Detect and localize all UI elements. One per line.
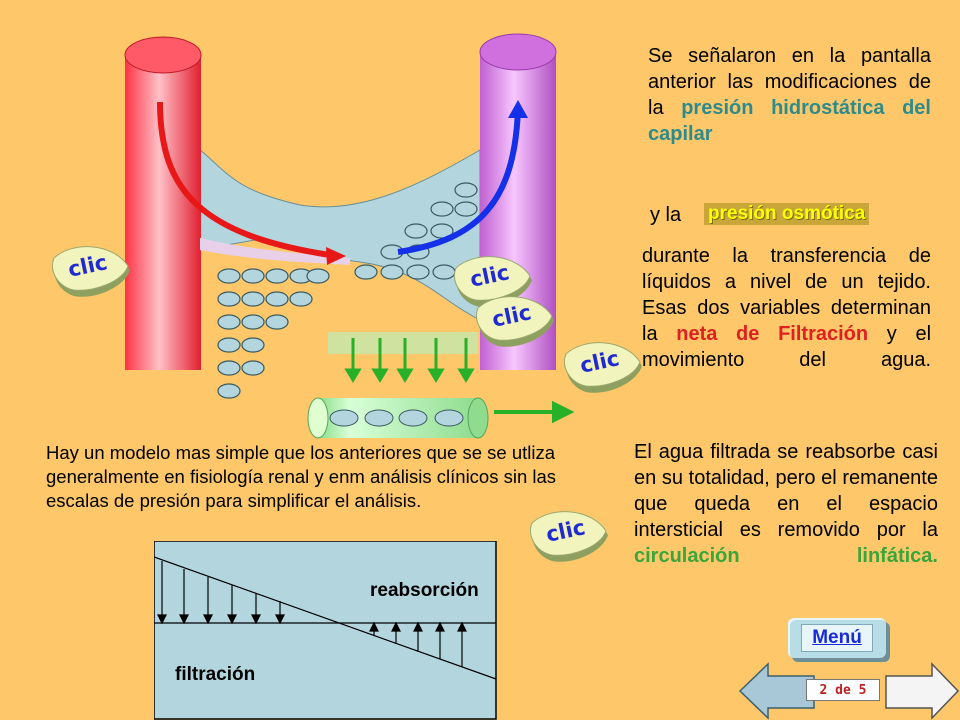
arterial-flow-arrow — [157, 101, 331, 258]
y-la-text: y la — [650, 204, 682, 226]
filtration-arrows — [344, 338, 475, 383]
simple-model-paragraph: Hay un modelo mas simple que los anterio… — [46, 442, 557, 511]
cell-cluster — [217, 182, 478, 399]
paragraph-intro: Se señalaron en la pantalla anterior las… — [648, 45, 931, 145]
lymphatic-circulation-term: circulación linfática. — [634, 545, 938, 567]
mouse-icon — [52, 246, 130, 297]
clic-button-arterial[interactable]: clic — [46, 240, 138, 302]
nav-arrows — [738, 662, 960, 720]
osmotic-pressure-label: presión osmótica — [704, 203, 870, 225]
next-arrow-icon[interactable] — [885, 662, 960, 720]
filtration-label: filtración — [175, 664, 256, 685]
filtration-reabsorption-diagram — [154, 541, 497, 720]
capillary-diagram — [124, 33, 575, 439]
reabsorption-label: reabsorción — [370, 580, 479, 601]
hydrostatic-pressure-term: presión hidrostática del capilar — [648, 97, 931, 145]
clic-button-filtration[interactable]: clic — [558, 336, 650, 398]
venous-flow-arrow — [397, 107, 521, 255]
page-indicator: 2 de 5 — [806, 679, 880, 701]
artery-vessel — [124, 36, 202, 370]
prev-arrow-icon[interactable] — [738, 662, 815, 720]
clic-button-osmotic[interactable]: clic — [470, 290, 562, 352]
mouse-icon — [530, 511, 608, 562]
clic-button-venous[interactable]: clic — [448, 250, 540, 312]
clic-button-simple-model[interactable]: clic — [524, 505, 616, 567]
menu-button[interactable]: Menú — [788, 618, 886, 658]
mouse-icon — [564, 342, 642, 393]
mouse-icon — [476, 296, 554, 347]
paragraph-lymph: El agua filtrada se reabsorbe casi en su… — [634, 441, 938, 567]
mouse-icon — [454, 256, 532, 307]
lymph-flow-arrow — [494, 400, 575, 424]
net-filtration-term: neta de Filtración — [676, 323, 869, 345]
menu-label: Menú — [801, 624, 873, 652]
lymphatic-vessel — [307, 397, 489, 439]
paragraph-transfer: durante la transferencia de líquidos a n… — [642, 245, 932, 371]
